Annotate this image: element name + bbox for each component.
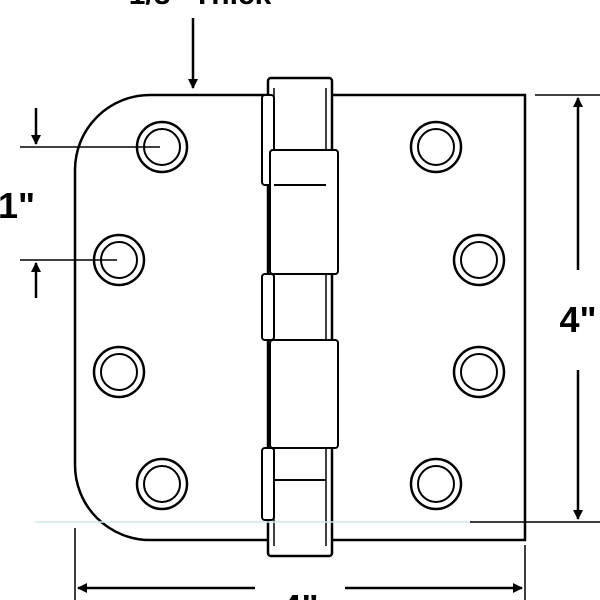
screw-hole xyxy=(135,457,189,511)
right-hinge-leaf xyxy=(332,93,527,542)
height-dimension xyxy=(470,94,600,523)
hole-spacing-label: 1" xyxy=(0,185,35,226)
screw-hole xyxy=(409,120,463,174)
screw-hole xyxy=(409,457,463,511)
left-hinge-leaf xyxy=(73,93,268,542)
width-dimension xyxy=(74,528,526,600)
screw-hole xyxy=(452,233,506,287)
thickness-label: 1/8" Thick xyxy=(129,0,272,11)
screw-hole xyxy=(92,345,146,399)
height-label: 4" xyxy=(559,299,596,340)
hinge-knuckle xyxy=(261,76,339,558)
screw-hole xyxy=(92,233,146,287)
hole-spacing-dimension xyxy=(20,108,160,298)
screw-hole xyxy=(452,345,506,399)
width-label: 4" xyxy=(281,587,318,600)
